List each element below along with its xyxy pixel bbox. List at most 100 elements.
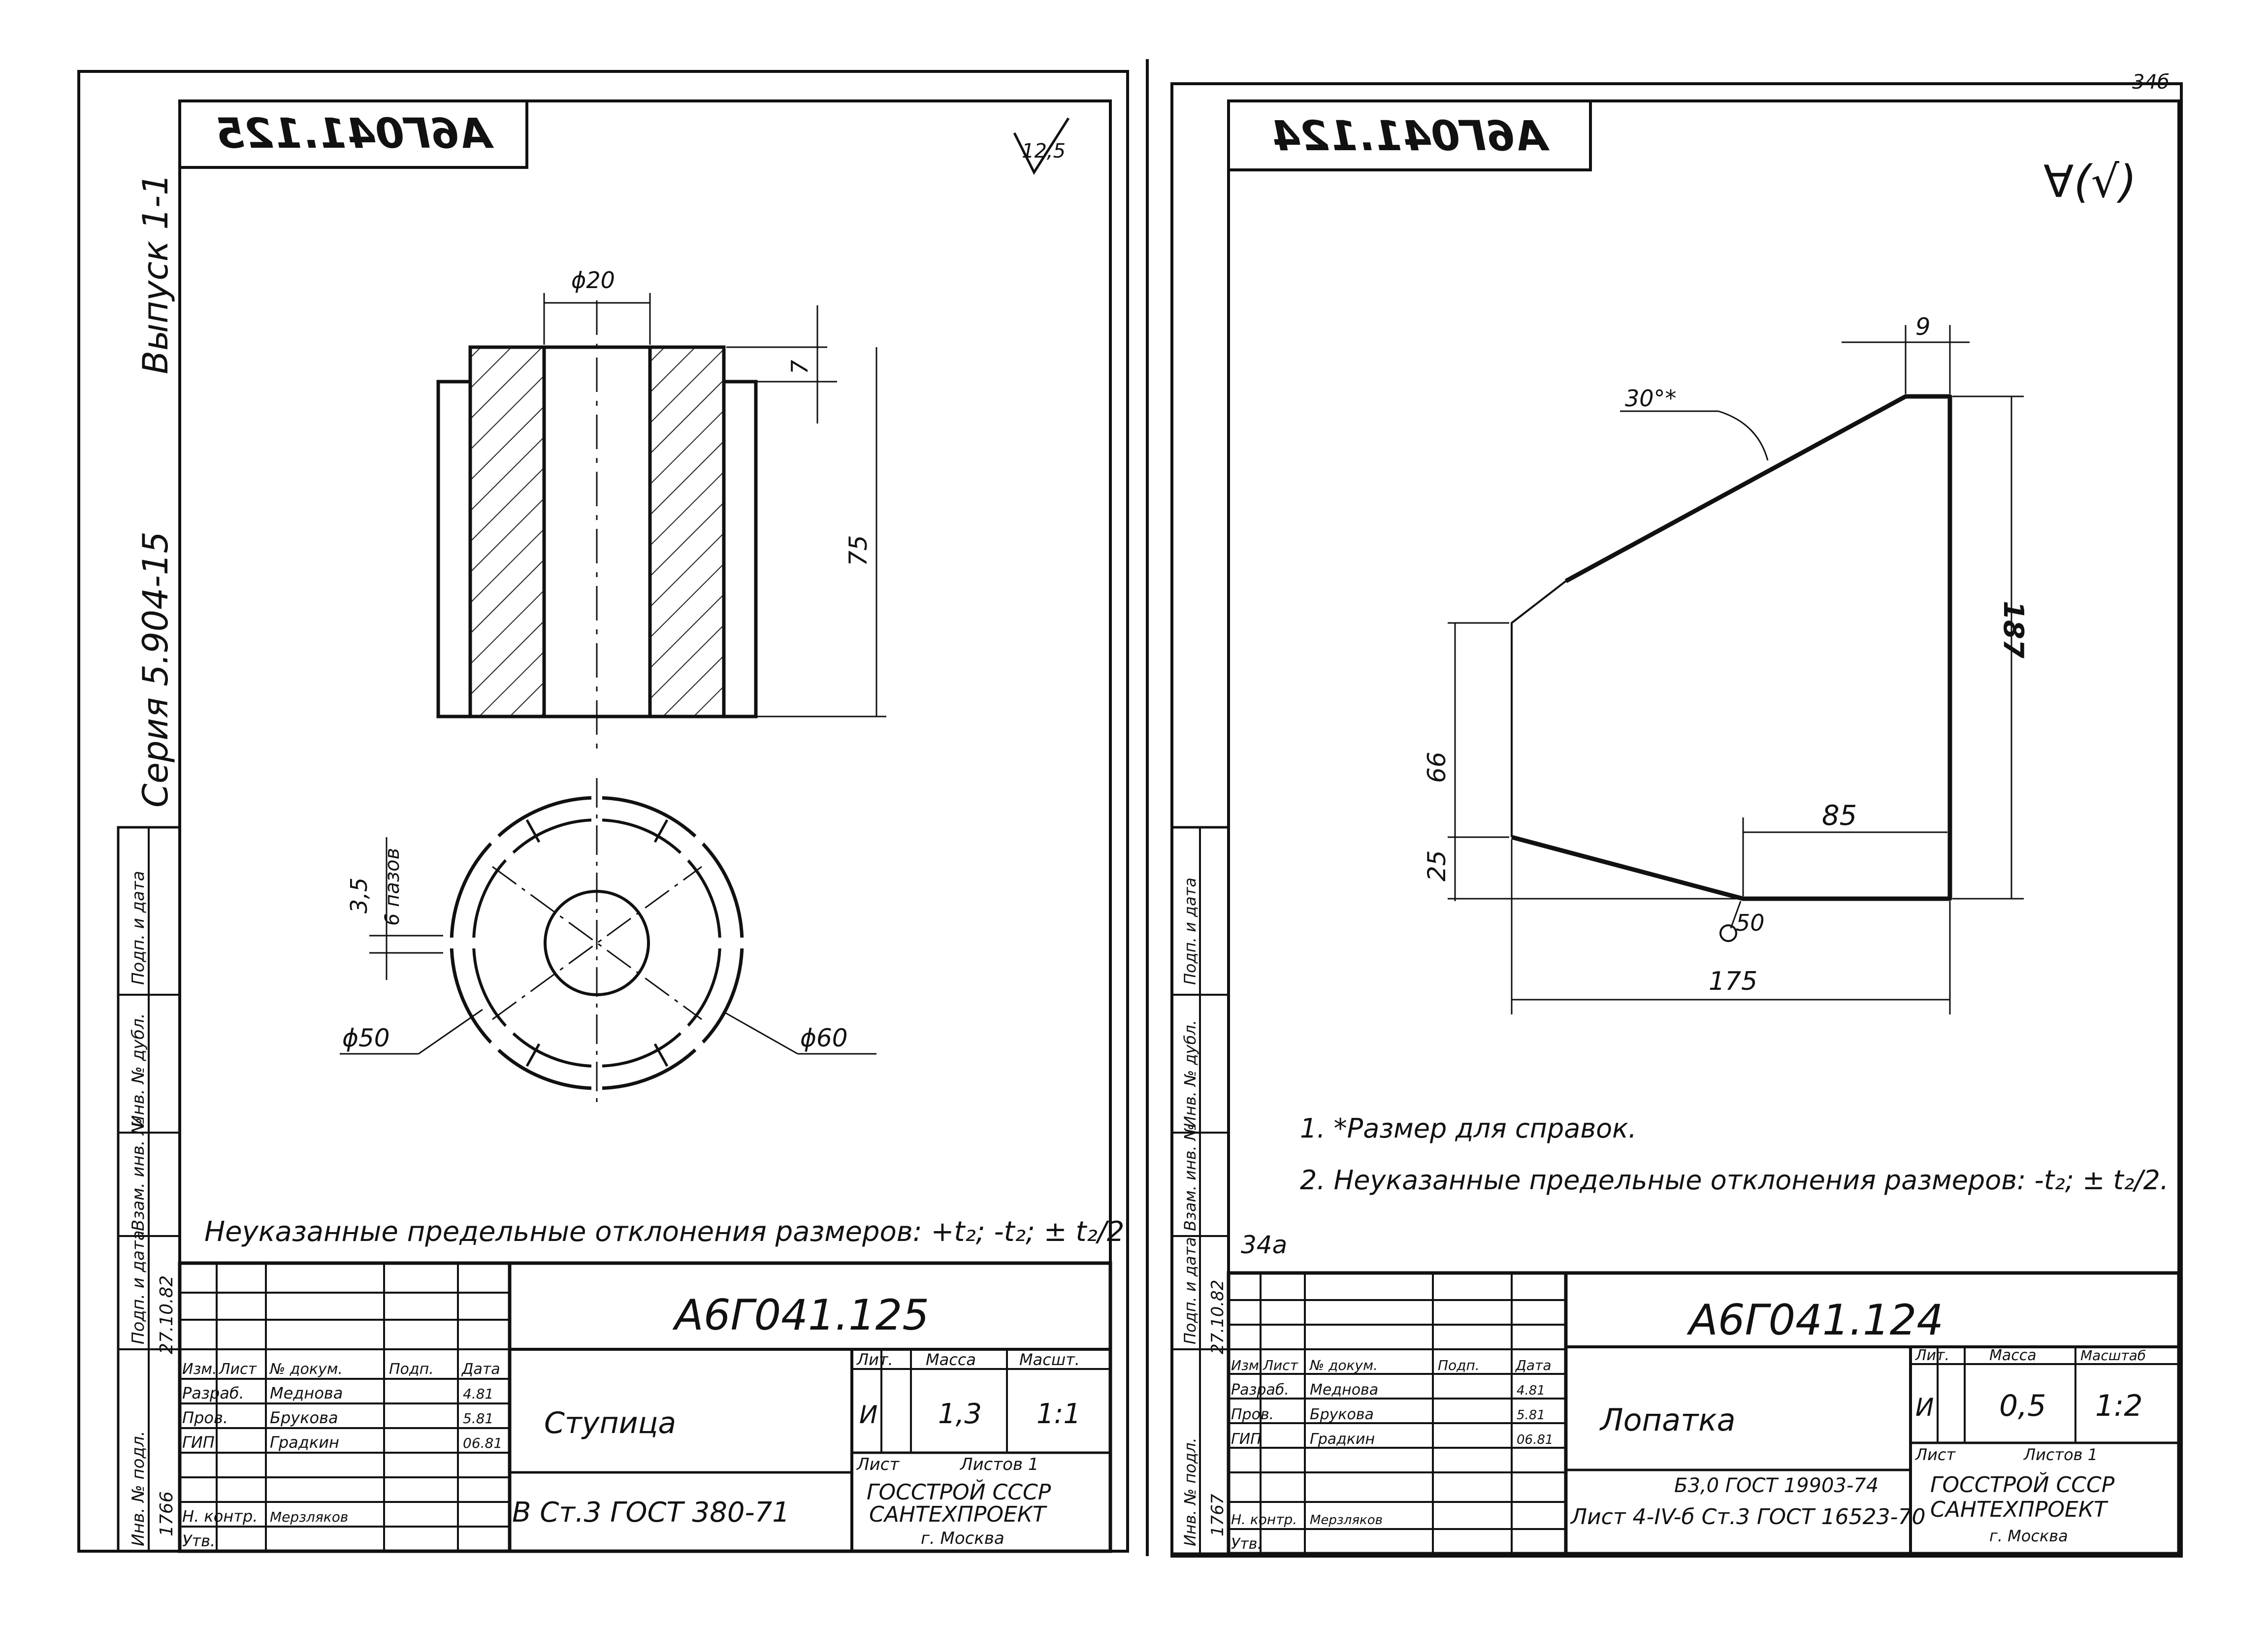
left-side-inv: 1766 [157, 1491, 177, 1536]
right-name-prov: Брукова [1310, 1406, 1374, 1423]
left-side-label-dubl: Инв. № дубл. [129, 1013, 148, 1128]
dim-d-outer: ϕ60 [800, 1024, 848, 1052]
right-tb-sheets: Листов 1 [2023, 1445, 2098, 1464]
blade-outline [1511, 394, 1952, 901]
right-name-gip: Градкин [1310, 1431, 1375, 1448]
left-tb-scale-value: 1:1 [1037, 1398, 1081, 1430]
dim-angle: 30°* [1625, 385, 1677, 412]
right-col-podp: Подп. [1438, 1357, 1480, 1373]
dim-d-inner: ϕ50 [342, 1024, 390, 1052]
right-outer-frame [1170, 82, 2183, 1558]
left-tb-org1: ГОССТРОЙ СССР [867, 1479, 1051, 1505]
right-side-date: 27.10.82 [1208, 1280, 1228, 1354]
right-row-prov: Пров. [1231, 1406, 1274, 1423]
right-side-label-dubl: Инв. № дубл. [1181, 1020, 1199, 1128]
right-row-razrab: Разраб. [1231, 1381, 1289, 1399]
right-side-strip: Подп. и дата Инв. № дубл. Взам. инв. № П… [1170, 826, 1230, 1555]
right-side-label-vzam: Взам. инв. № [1181, 1124, 1199, 1231]
dim-slot-note: 6 пазов [381, 848, 404, 926]
left-name-gip: Градкин [270, 1433, 339, 1452]
right-side-label-podp2: Подп. и дата [1181, 878, 1199, 985]
left-date-prov: 5.81 [463, 1410, 493, 1427]
right-tb-mass-value: 0,5 [1999, 1389, 2046, 1423]
dim-left-height: 66 [1423, 751, 1451, 783]
right-side-label-podp: Подп. и дата [1181, 1237, 1199, 1344]
right-tb-mass-header: Масса [1989, 1347, 2037, 1364]
right-tb-sheet: Лист [1915, 1445, 1956, 1464]
left-side-label-inv: Инв. № подл. [129, 1431, 148, 1546]
left-row-razrab: Разраб. [182, 1384, 244, 1402]
left-series-label: Серия 5.904-15 [135, 531, 176, 808]
right-note-1: 1. *Размер для справок. [1300, 1113, 1637, 1144]
dim-left-low: 25 [1423, 850, 1451, 881]
left-tb-org2: САНТЕХПРОЕКТ [869, 1502, 1047, 1527]
left-side-strip: Подп. и дата Инв. № дубл. Взам. инв. № П… [117, 826, 181, 1553]
left-tb-mass-header: Масса [926, 1350, 976, 1369]
hub-flange-left [436, 380, 472, 718]
dim-radius: 50 [1736, 910, 1765, 936]
left-col-podp: Подп. [389, 1361, 434, 1378]
left-name-razrab: Меднова [270, 1384, 343, 1402]
left-roughness-value: 12,5 [1022, 140, 1066, 163]
blade-outline-thin [1511, 580, 1567, 837]
right-row-gip: ГИП [1231, 1431, 1262, 1448]
left-col-doc: № докум. [269, 1361, 343, 1378]
dim-height: 187 [1997, 601, 2029, 658]
left-tb-code: А6Г041.125 [672, 1291, 929, 1340]
dim-slot-width: 3,5 [346, 878, 372, 913]
dim-width: 175 [1709, 967, 1757, 996]
left-sheet: А6Г041.125 Выпуск 1-1 Серия 5.904-15 Под… [77, 70, 1129, 1553]
right-row-utv: Утв. [1231, 1535, 1262, 1553]
left-tb-sheets: Листов 1 [959, 1455, 1038, 1474]
right-col-doc: № докум. [1309, 1357, 1378, 1373]
right-tb-org2: САНТЕХПРОЕКТ [1930, 1497, 2108, 1522]
right-tb-scale-header: Масштаб [2080, 1347, 2146, 1364]
right-handwritten: 34а [1241, 1231, 1287, 1259]
dim-length: 75 [844, 535, 873, 566]
right-col-date: Дата [1515, 1357, 1552, 1373]
left-tb-scale-header: Масшт. [1019, 1350, 1080, 1369]
left-top-stamp: А6Г041.125 [178, 99, 528, 169]
left-tb-material: В Ст.3 ГОСТ 380-71 [512, 1497, 790, 1529]
left-title-block: Изм. Лист № докум. Подп. Дата Разраб. Пр… [178, 1261, 1112, 1553]
right-tb-org3: г. Москва [1989, 1527, 2068, 1545]
left-col-izm: Изм. [182, 1361, 217, 1378]
right-row-nkontr: Н. контр. [1231, 1511, 1297, 1528]
right-tb-lit-value: И [1915, 1393, 1934, 1422]
left-row-gip: ГИП [182, 1433, 215, 1452]
dim-step: 7 [786, 360, 813, 374]
right-col-izm: Изм. [1231, 1357, 1264, 1373]
left-row-nkontr: Н. контр. [182, 1507, 258, 1526]
left-side-label-podp2: Подп. и дата [129, 871, 148, 985]
right-date-gip: 06.81 [1517, 1433, 1553, 1447]
hub-section-view: ϕ20 7 75 [436, 267, 886, 753]
left-tb-org3: г. Москва [921, 1529, 1004, 1548]
hub-flange-right [722, 380, 758, 718]
left-name-nkontr: Мерзляков [270, 1509, 348, 1525]
left-col-list: Лист [219, 1361, 258, 1378]
left-tb-lit-header: Лит. [856, 1350, 893, 1369]
left-tb-mass-value: 1,3 [938, 1398, 982, 1430]
right-side-label-inv: Инв. № подл. [1181, 1437, 1199, 1546]
dim-bore: ϕ20 [571, 267, 615, 293]
right-tb-material1: Б3,0 ГОСТ 19903-74 [1674, 1474, 1879, 1497]
left-row-utv: Утв. [182, 1531, 215, 1550]
left-roughness-mark: 12,5 [1013, 117, 1070, 175]
left-tb-sheet: Лист [856, 1455, 900, 1474]
right-name-nkontr: Мерзляков [1310, 1513, 1383, 1528]
hub-plan-view: 3,5 6 пазов ϕ50 ϕ60 [340, 778, 876, 1108]
right-tb-scale-value: 1:2 [2095, 1389, 2143, 1423]
left-inner-frame [178, 99, 1112, 1553]
left-tb-name: Ступица [544, 1406, 676, 1440]
right-top-stamp-code: А6Г041.124 [1271, 112, 1550, 160]
right-tb-material2: Лист 4-IV-б Ст.3 ГОСТ 16523-70 [1570, 1504, 1926, 1530]
right-tb-org1: ГОССТРОЙ СССР [1930, 1471, 2115, 1498]
left-tolerance-note: Неуказанные предельные отклонения размер… [204, 1216, 1124, 1248]
right-date-razrab: 4.81 [1517, 1383, 1545, 1398]
left-side-label-podp: Подп. и дата [129, 1230, 148, 1344]
radius-marker-icon [1719, 924, 1737, 942]
hub-hatch-right [648, 345, 726, 718]
right-top-stamp: А6Г041.124 [1227, 99, 1592, 171]
left-issue-label: Выпуск 1-1 [135, 173, 176, 374]
